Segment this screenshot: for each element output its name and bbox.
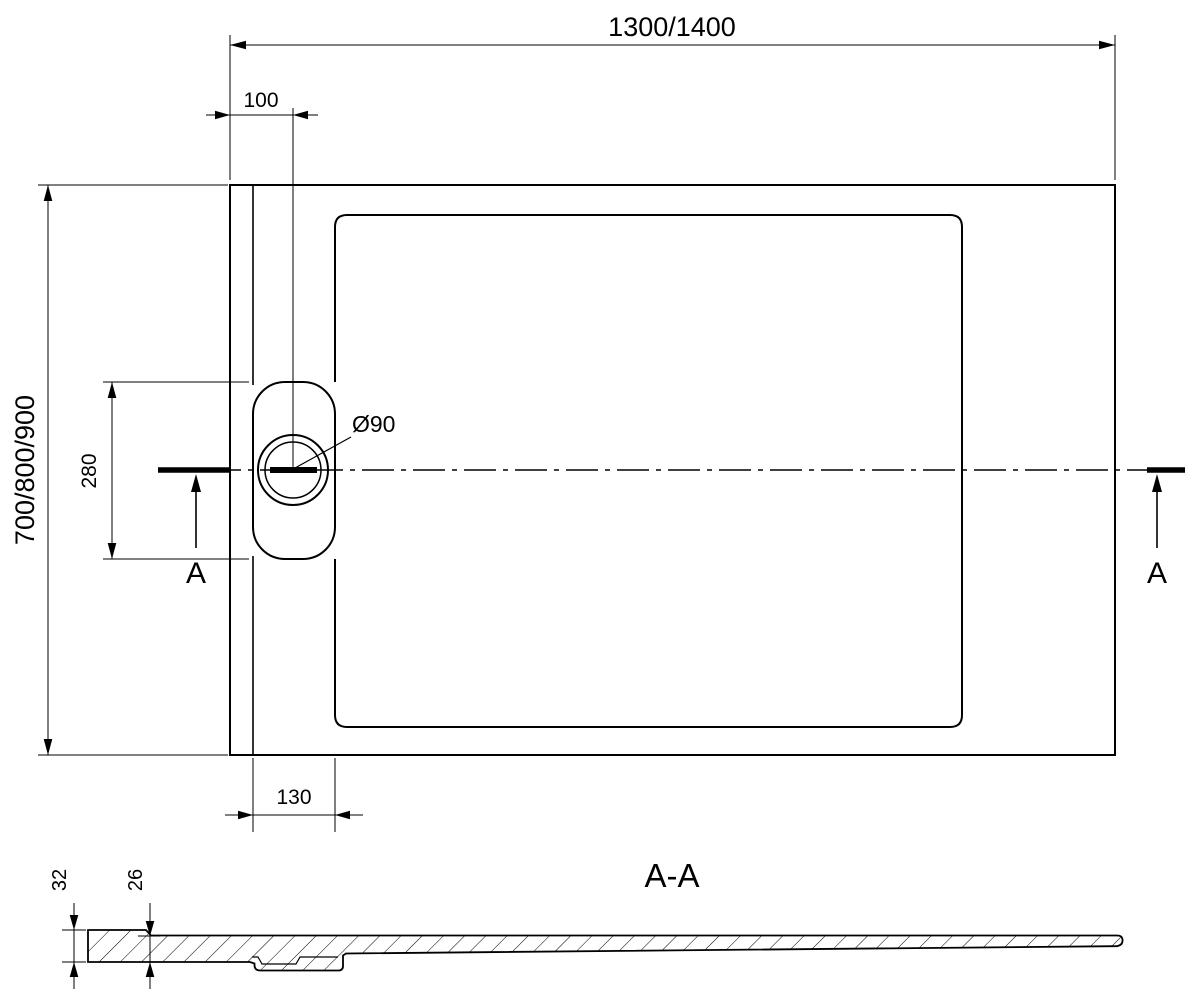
- dim-length-label: 1300/1400: [608, 12, 736, 42]
- dim-32-arrow-top: [69, 915, 79, 930]
- dim-280-arrow-bottom: [107, 543, 117, 559]
- dim-channel-length-label: 280: [78, 453, 101, 488]
- dim-channel-length: [103, 381, 249, 560]
- dim-base-height: [138, 903, 160, 989]
- dim-offset-arrow-right: [293, 110, 308, 120]
- dim-width-arrow-top: [43, 185, 53, 201]
- tray-inner-basin-outline: [334, 214, 963, 728]
- dim-length-arrow-left: [230, 40, 246, 50]
- section-letter-left: A: [186, 557, 206, 590]
- dim-26-arrow-bottom: [145, 962, 155, 977]
- dim-32-arrow-bottom: [69, 962, 79, 977]
- section-line-a-a: [158, 467, 1185, 548]
- dim-width-label: 700/800/900: [10, 395, 40, 545]
- drain-diameter-label: Ø90: [352, 411, 395, 437]
- section-drain-pocket-detail: [252, 956, 338, 965]
- dim-edge-height-label: 32: [49, 869, 71, 891]
- section-arrowhead-left: [191, 474, 201, 492]
- dim-drain-offset: [206, 108, 318, 470]
- dim-280-arrow-top: [107, 382, 117, 398]
- dim-130-arrow-right: [335, 810, 350, 820]
- dim-offset-arrow-left: [215, 110, 230, 120]
- dim-shelf-width: [225, 758, 363, 832]
- drain-callout-leader: [294, 436, 352, 469]
- dim-130-arrow-left: [238, 810, 253, 820]
- drain-diameter-callout: [294, 436, 352, 469]
- dim-26-arrow-top: [145, 921, 155, 936]
- section-title: A-A: [644, 857, 699, 894]
- dim-width: [38, 184, 228, 756]
- section-letter-right: A: [1147, 557, 1167, 590]
- dim-drain-offset-label: 100: [243, 89, 278, 112]
- dim-length-arrow-right: [1099, 40, 1115, 50]
- dim-shelf-width-label: 130: [276, 786, 311, 809]
- dim-edge-height: [62, 903, 86, 989]
- dim-width-arrow-bottom: [43, 739, 53, 755]
- dim-length: [229, 35, 1116, 180]
- section-arrowhead-right: [1152, 474, 1162, 492]
- dim-base-height-label: 26: [125, 869, 147, 891]
- section-profile: [87, 929, 1124, 972]
- section-view: [62, 903, 1124, 989]
